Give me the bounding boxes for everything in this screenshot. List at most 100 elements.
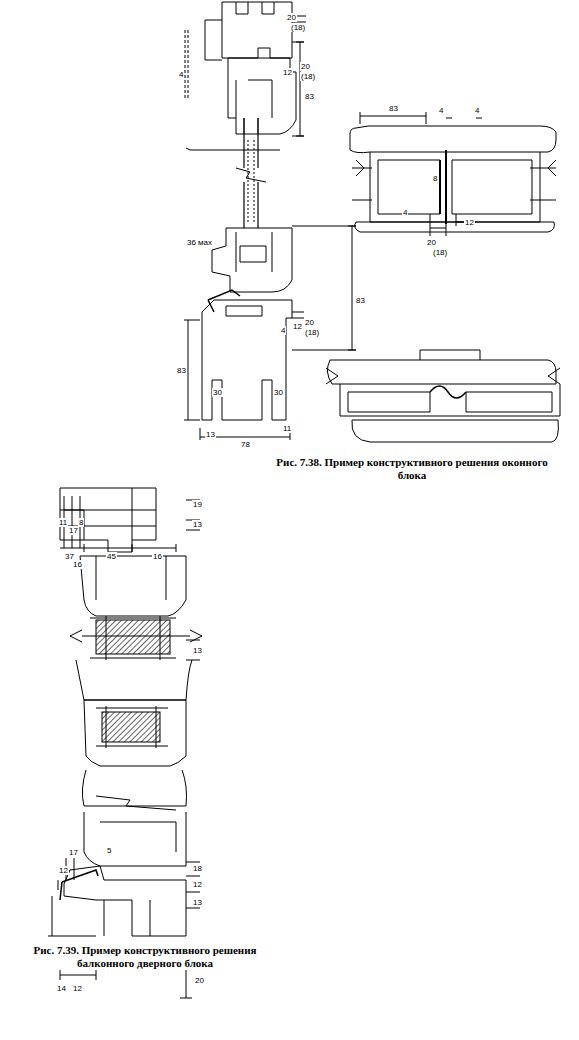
drawing-stroke	[80, 556, 186, 616]
drawing-stroke	[96, 796, 176, 810]
drawing-stroke	[60, 488, 156, 552]
drawing-stroke	[96, 706, 168, 748]
drawing-stroke	[248, 140, 254, 222]
drawing-stroke	[244, 118, 258, 134]
drawing-stroke	[352, 420, 559, 442]
drawing-stroke	[292, 226, 356, 350]
dimension-label: 20	[304, 318, 315, 327]
drawing-stroke	[356, 160, 556, 176]
dimension-label: 12	[464, 218, 475, 227]
dimension-label: 16	[152, 552, 163, 561]
figure-caption: Рис. 7.39. Пример конструктивного решени…	[30, 944, 260, 970]
drawing-stroke	[202, 300, 292, 420]
dimension-label: 30	[273, 388, 284, 397]
dimension-label: 14	[56, 984, 67, 993]
dimension-label: 78	[240, 440, 251, 449]
drawing-stroke	[76, 660, 192, 700]
dimension-label: 13	[192, 646, 203, 655]
drawing-stroke	[446, 118, 482, 119]
dimension-label: 17	[68, 526, 79, 535]
dimension-label: 83	[355, 296, 366, 305]
figure-7-38-horizontal-sections	[326, 112, 560, 442]
dimension-label: 12	[292, 322, 303, 331]
drawing-stroke	[350, 126, 556, 153]
drawing-stroke	[228, 58, 296, 134]
dimension-label: (18)	[432, 248, 448, 257]
dimension-label: 16	[72, 560, 83, 569]
drawing-stroke	[200, 428, 290, 440]
dimension-label: 12	[58, 866, 69, 875]
dimension-label: 18	[192, 864, 203, 873]
drawing-stroke	[84, 812, 186, 866]
dimension-label: 45	[106, 552, 117, 561]
drawing-stroke	[236, 80, 272, 118]
drawing-stroke	[102, 712, 160, 742]
drawing-stroke	[378, 160, 532, 214]
drawing-stroke	[420, 350, 480, 360]
dimension-label: 20	[300, 62, 311, 71]
drawing-stroke	[440, 150, 446, 224]
drawing-stroke	[355, 222, 555, 232]
dimension-label: 17	[68, 848, 79, 857]
figure-7-39-vertical-section	[48, 488, 202, 998]
drawing-stroke	[456, 214, 476, 226]
drawing-stroke	[236, 168, 266, 182]
dimension-label: 19	[192, 500, 203, 509]
dimension-label: (18)	[290, 23, 306, 32]
drawing-stroke	[64, 510, 156, 526]
drawing-stroke	[352, 168, 556, 200]
drawing-stroke	[236, 2, 274, 14]
drawing-stroke	[360, 112, 426, 124]
dimension-label: 8	[78, 518, 84, 527]
drawing-stroke	[60, 488, 132, 540]
dimension-label: 20	[426, 238, 437, 247]
drawing-stroke	[96, 556, 166, 600]
drawing-stroke	[430, 214, 446, 236]
dimension-label: 4	[178, 70, 184, 79]
dimension-label: (18)	[304, 328, 320, 337]
drawing-stroke	[292, 42, 304, 136]
dimension-label: 12	[282, 68, 293, 77]
drawing-stroke	[370, 152, 540, 222]
drawing-stroke	[82, 770, 186, 806]
dimension-label: 4	[474, 106, 480, 115]
drawing-stroke	[70, 630, 202, 642]
dimension-label: 4	[438, 106, 444, 115]
drawing-stroke	[240, 246, 266, 262]
drawing-stroke	[244, 134, 258, 228]
figure-7-38-vertical-section	[184, 2, 356, 440]
dimension-label: 11	[58, 518, 68, 527]
drawing-stroke	[90, 616, 176, 660]
drawing-stroke	[64, 866, 186, 936]
figure-caption: Рис. 7.38. Пример конструктивного решени…	[262, 456, 562, 482]
dimension-label: 20	[194, 976, 205, 985]
drawing-stroke	[212, 228, 292, 292]
dimension-label: 4	[402, 208, 408, 217]
dimension-label: 8	[432, 174, 438, 183]
drawing-stroke	[222, 2, 292, 58]
drawing-stroke	[326, 368, 560, 384]
drawing-stroke	[60, 544, 176, 552]
drawing-stroke	[226, 306, 262, 316]
drawing-stroke	[104, 900, 150, 936]
drawing-stroke	[48, 880, 96, 936]
dimension-label: 20	[286, 13, 297, 22]
dimension-label: 13	[192, 520, 203, 529]
dimension-label: 4	[280, 326, 286, 335]
dimension-label: 83	[304, 92, 315, 101]
drawing-stroke	[205, 20, 222, 60]
drawing-stroke	[84, 700, 186, 766]
drawing-stroke	[292, 312, 304, 318]
dimension-label: 11	[282, 424, 292, 433]
drawing-stroke	[327, 360, 556, 384]
dimension-label: 13	[192, 898, 203, 907]
drawing-stroke	[340, 384, 560, 416]
dimension-label: 13	[205, 430, 216, 439]
drawing-stroke	[186, 148, 280, 150]
dimension-label: 30	[212, 388, 223, 397]
drawing-stroke	[60, 970, 96, 980]
drawing-stroke	[185, 30, 188, 100]
drawing-stroke	[236, 232, 272, 272]
drawing-stroke	[96, 620, 170, 654]
